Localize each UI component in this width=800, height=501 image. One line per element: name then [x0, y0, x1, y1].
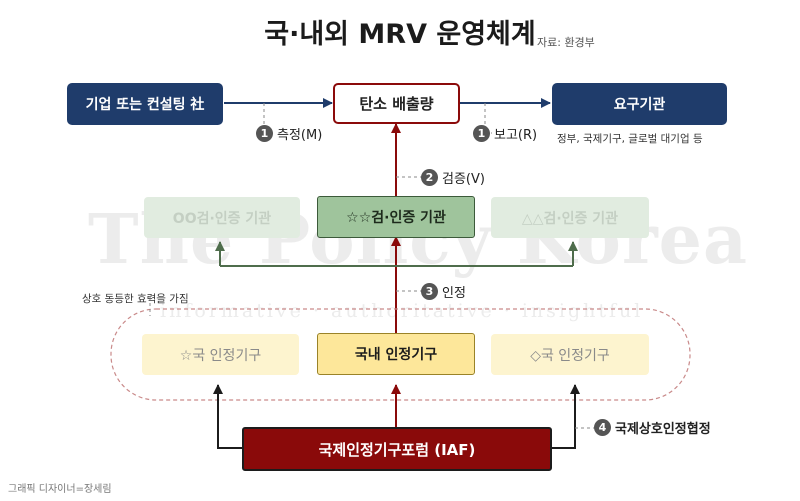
step-accredit: 3 인정 — [421, 282, 466, 301]
step-measure: 1 측정(M) — [256, 124, 322, 143]
step-number-badge: 1 — [473, 125, 490, 142]
step-number-badge: 4 — [594, 419, 611, 436]
verifier-star-node: ☆☆검·인증 기관 — [317, 196, 475, 238]
step-verify: 2 검증(V) — [421, 168, 485, 187]
step-number-badge: 3 — [421, 283, 438, 300]
accreditation-domestic-node: 국내 인정기구 — [317, 333, 475, 375]
verifier-oo-node: OO검·인증 기관 — [144, 197, 300, 238]
step-label: 보고(R) — [494, 128, 538, 143]
watermark-sub: informative · authoritative · insightful — [160, 300, 644, 322]
accreditation-diamond-node: ◇국 인정기구 — [491, 334, 649, 375]
equal-effect-note: 상호 동등한 효력을 가짐 — [82, 293, 189, 305]
iaf-node: 국제인정기구포럼 (IAF) — [242, 427, 552, 471]
step-number-badge: 1 — [256, 125, 273, 142]
arrow-iaf-right — [551, 384, 580, 449]
verifier-triangle-node: △△검·인증 기관 — [491, 197, 649, 238]
step-label: 인정 — [442, 286, 466, 301]
step-number-badge: 2 — [421, 169, 438, 186]
requester-node: 요구기관 — [552, 83, 727, 125]
step-report: 1 보고(R) — [473, 124, 537, 143]
step-agreement: 4 국제상호인정협정 — [594, 418, 711, 437]
step-label: 검증(V) — [442, 172, 485, 187]
source-note: 자료: 환경부 — [537, 36, 595, 49]
step-label: 측정(M) — [277, 128, 323, 143]
page-title: 국·내외 MRV 운영체계 — [264, 19, 536, 50]
carbon-emission-node: 탄소 배출량 — [333, 83, 460, 124]
accreditation-star-node: ☆국 인정기구 — [142, 334, 299, 375]
arrow-iaf-left — [213, 384, 242, 449]
graphic-credit: 그래픽 디자이너=장세림 — [8, 484, 112, 495]
equal-effect-group — [110, 308, 691, 401]
requester-examples-note: 정부, 국제기구, 글로벌 대기업 등 — [557, 133, 703, 145]
company-node: 기업 또는 컨설팅 社 — [67, 83, 223, 125]
step-label: 국제상호인정협정 — [615, 422, 711, 437]
